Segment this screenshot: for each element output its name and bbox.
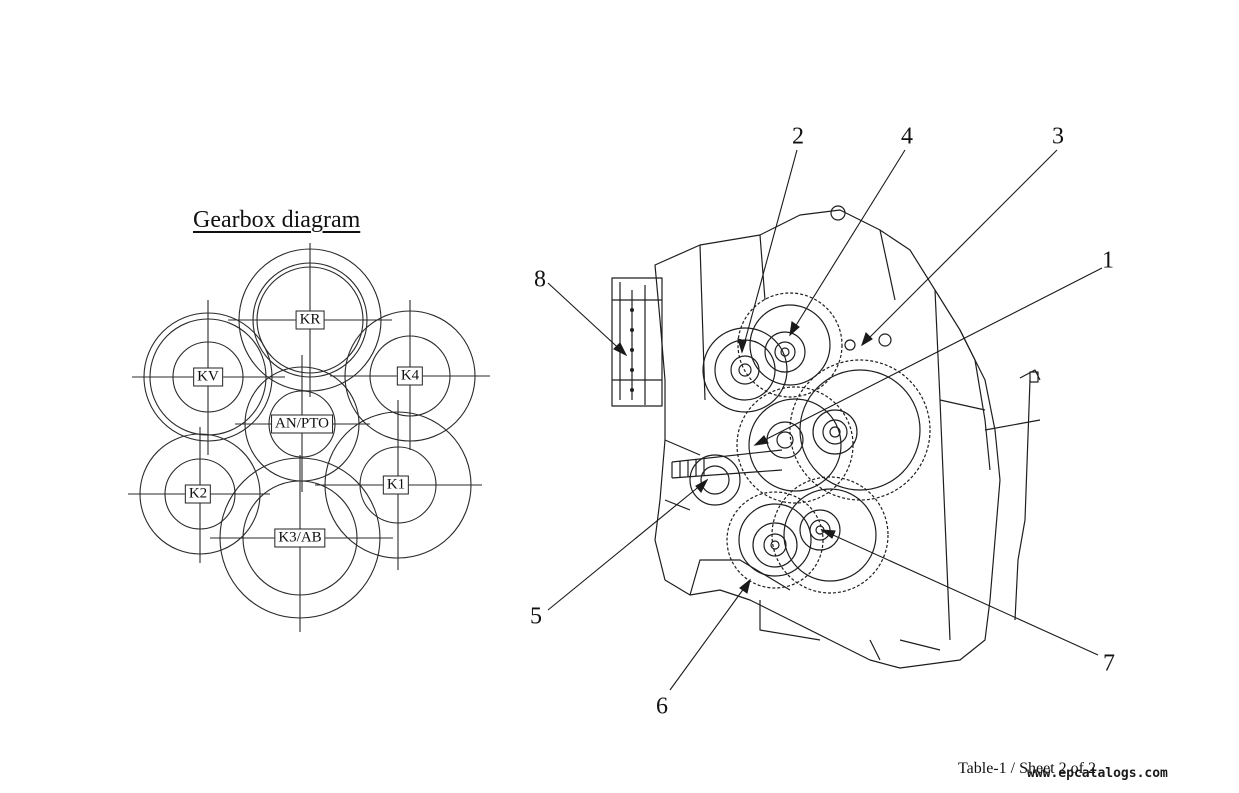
gearbox-diagram-title: Gearbox diagram: [193, 207, 361, 233]
shaft-label-k2: K2: [184, 484, 212, 504]
callout-3: 3: [1052, 123, 1064, 150]
callout-8: 8: [534, 266, 546, 293]
shaft-label-k4: K4: [396, 366, 424, 386]
shaft-label-k3-ab: K3/AB: [274, 528, 326, 548]
callout-4: 4: [901, 123, 913, 150]
callout-5: 5: [530, 603, 542, 630]
shaft-label-k1: K1: [382, 475, 410, 495]
housing-outline: [654, 209, 1001, 669]
shaft-label-an-pto: AN/PTO: [271, 414, 333, 434]
shaft-label-kr: KR: [295, 310, 325, 330]
callout-7: 7: [1103, 650, 1115, 677]
callout-2: 2: [792, 123, 804, 150]
callout-1: 1: [1102, 247, 1114, 274]
watermark: www.epcatalogs.com: [1027, 766, 1168, 781]
callout-6: 6: [656, 693, 668, 720]
shaft-label-kv: KV: [193, 367, 223, 387]
sheet-footer: Table-1 / Sheet 2 of 2: [958, 760, 1096, 777]
